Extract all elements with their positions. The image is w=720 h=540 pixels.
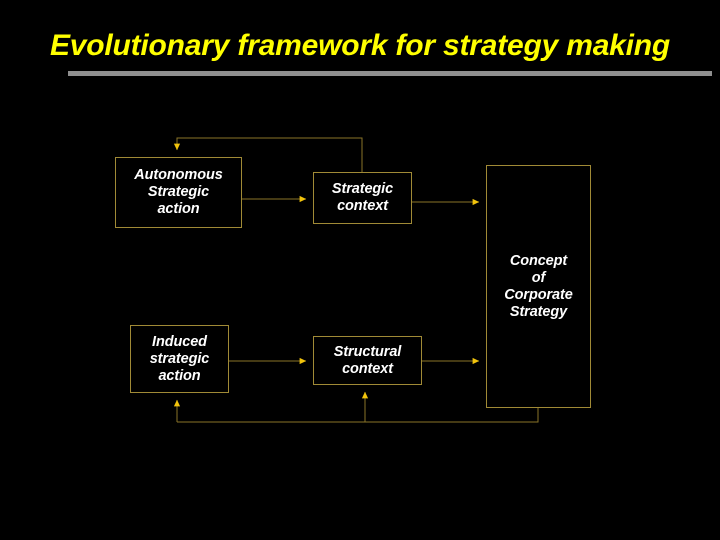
node-induced-strategic-action[interactable]: Induced strategic action: [130, 325, 229, 393]
node-concept-of-corporate-strategy[interactable]: Concept of Corporate Strategy: [486, 165, 591, 408]
node-strategic-context[interactable]: Strategic context: [313, 172, 412, 224]
node-autonomous-strategic-action[interactable]: Autonomous Strategic action: [115, 157, 242, 228]
node-structural-context[interactable]: Structural context: [313, 336, 422, 385]
title-block: Evolutionary framework for strategy maki…: [0, 26, 720, 82]
connector-feedback-bus-from-concept: [177, 408, 539, 423]
title-underline-rule: [68, 71, 712, 76]
page-title: Evolutionary framework for strategy maki…: [49, 29, 671, 62]
